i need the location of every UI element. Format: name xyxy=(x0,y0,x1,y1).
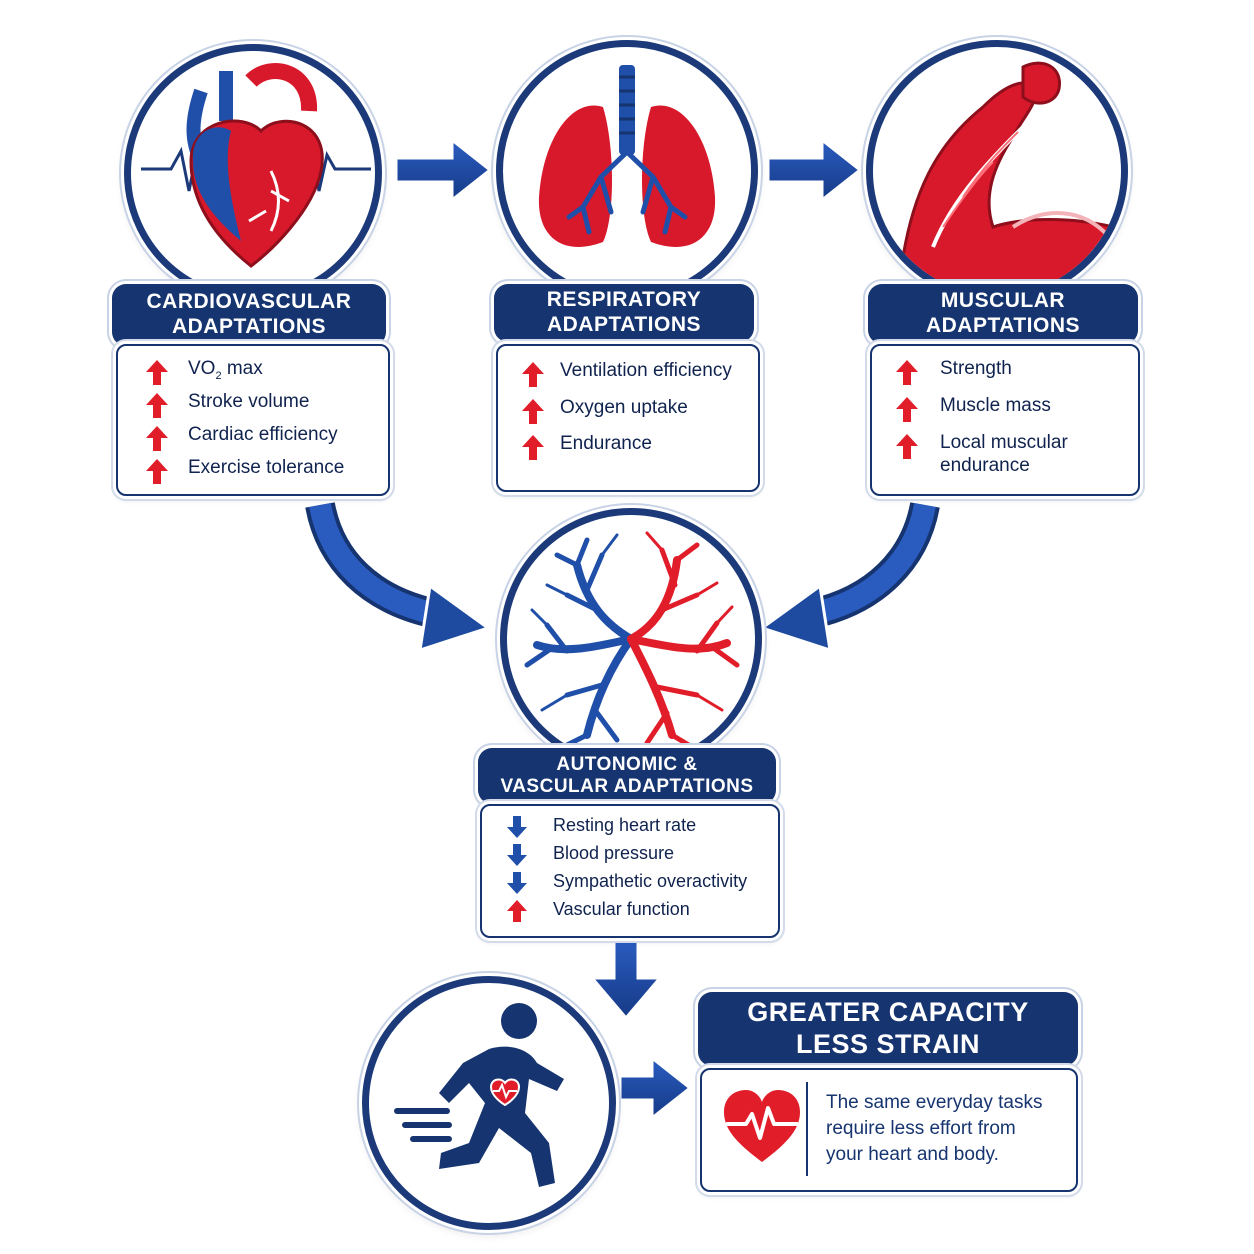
up-arrow-icon xyxy=(896,434,918,459)
list-item-label: Cardiac efficiency xyxy=(188,424,338,445)
heart-icon xyxy=(141,63,371,268)
cardio-title: CARDIOVASCULAR ADAPTATIONS xyxy=(112,284,386,346)
list-item-label: Resting heart rate xyxy=(553,815,697,835)
result-text-line2: require less effort from xyxy=(826,1118,1016,1139)
list-item-label: VO2 max xyxy=(188,358,263,382)
up-arrow-icon xyxy=(146,426,168,451)
list-item: Strength xyxy=(894,358,1012,386)
list-item-label: Endurance xyxy=(560,433,652,454)
list-item: Stroke volume xyxy=(144,391,309,419)
list-item-label: Blood pressure xyxy=(553,843,675,863)
result-title-line2: LESS STRAIN xyxy=(795,1029,981,1059)
musc-title-line2: ADAPTATIONS xyxy=(925,314,1081,337)
up-arrow-icon xyxy=(146,459,168,484)
running-person-icon-circle xyxy=(362,976,616,1230)
auto-title-line1: AUTONOMIC & xyxy=(556,753,698,775)
up-arrow-icon xyxy=(522,362,544,387)
resp-card: Ventilation efficiency Oxygen uptake End… xyxy=(496,344,760,492)
down-arrow-icon xyxy=(507,872,527,894)
list-item: Sympathetic overactivity xyxy=(506,871,747,895)
resp-title-line1: RESPIRATORY xyxy=(546,288,702,312)
list-item: Exercise tolerance xyxy=(144,457,344,485)
list-item: Muscle mass xyxy=(894,395,1051,423)
result-card: The same everyday tasks require less eff… xyxy=(700,1068,1078,1192)
arrow-runner-to-result xyxy=(618,1054,693,1122)
auto-title: AUTONOMIC & VASCULAR ADAPTATIONS xyxy=(478,748,776,804)
heart-icon-circle xyxy=(124,44,382,302)
list-item-label: Exercise tolerance xyxy=(188,457,345,478)
cardio-title-line1: CARDIOVASCULAR xyxy=(146,290,352,314)
arrow-musc-to-auto xyxy=(758,501,940,653)
list-item-label: Ventilation efficiency xyxy=(560,360,732,381)
list-item: Cardiac efficiency xyxy=(144,424,338,452)
auto-title-line2: VASCULAR ADAPTATIONS xyxy=(500,776,754,797)
result-divider xyxy=(806,1082,808,1176)
lungs-icon xyxy=(538,65,716,247)
arrow-cardio-to-auto xyxy=(305,501,492,653)
list-item-label: Stroke volume xyxy=(188,391,310,412)
resp-title-line2: ADAPTATIONS xyxy=(546,313,702,336)
flexed-arm-icon xyxy=(901,61,1115,289)
up-arrow-icon xyxy=(146,393,168,418)
lungs-icon-circle xyxy=(496,40,758,302)
list-item-label: Muscle mass xyxy=(940,395,1051,416)
arrow-auto-down xyxy=(588,938,664,1021)
cardio-card: VO2 max Stroke volume Cardiac efficiency… xyxy=(116,344,390,496)
auto-card: Resting heart rate Blood pressure Sympat… xyxy=(480,804,780,938)
result-text-line3: your heart and body. xyxy=(826,1144,999,1165)
down-arrow-icon xyxy=(507,816,527,838)
arrow-cardio-to-resp xyxy=(394,136,493,204)
list-item: VO2 max xyxy=(144,358,263,386)
musc-title-line1: MUSCULAR xyxy=(940,289,1066,313)
list-item-label: Sympathetic overactivity xyxy=(553,871,748,891)
up-arrow-icon xyxy=(896,397,918,422)
result-text-line1: The same everyday tasks xyxy=(826,1092,1043,1113)
up-arrow-icon xyxy=(522,435,544,460)
result-title: GREATER CAPACITY LESS STRAIN xyxy=(698,992,1078,1066)
musc-title: MUSCULAR ADAPTATIONS xyxy=(868,284,1138,344)
list-item: Vascular function xyxy=(506,899,690,923)
blood-vessels-icon-circle xyxy=(500,508,762,770)
list-item-label: Oxygen uptake xyxy=(560,397,688,418)
list-item: Local muscular endurance xyxy=(894,432,1110,478)
list-item-label: Local muscular endurance xyxy=(940,432,1068,476)
up-arrow-icon xyxy=(507,900,527,922)
up-arrow-icon xyxy=(146,360,168,385)
list-item: Endurance xyxy=(520,433,652,461)
flexed-arm-icon-circle xyxy=(866,40,1128,302)
running-person-icon xyxy=(394,1003,564,1187)
arrow-resp-to-musc xyxy=(766,136,863,204)
blood-vessels-icon xyxy=(524,531,740,750)
up-arrow-icon xyxy=(522,399,544,424)
musc-card: Strength Muscle mass Local muscular endu… xyxy=(870,344,1140,496)
result-title-line1: GREATER CAPACITY xyxy=(747,997,1029,1028)
list-item: Ventilation efficiency xyxy=(520,360,732,388)
resp-title: RESPIRATORY ADAPTATIONS xyxy=(494,284,754,342)
list-item: Blood pressure xyxy=(506,843,674,867)
down-arrow-icon xyxy=(507,844,527,866)
cardio-title-line2: ADAPTATIONS xyxy=(171,315,327,338)
list-item-label: Strength xyxy=(940,358,1012,379)
list-item: Resting heart rate xyxy=(506,815,696,839)
list-item: Oxygen uptake xyxy=(520,397,688,425)
up-arrow-icon xyxy=(896,360,918,385)
list-item-label: Vascular function xyxy=(553,899,690,919)
result-text: The same everyday tasks require less eff… xyxy=(826,1090,1042,1168)
heart-pulse-icon xyxy=(724,1090,800,1162)
